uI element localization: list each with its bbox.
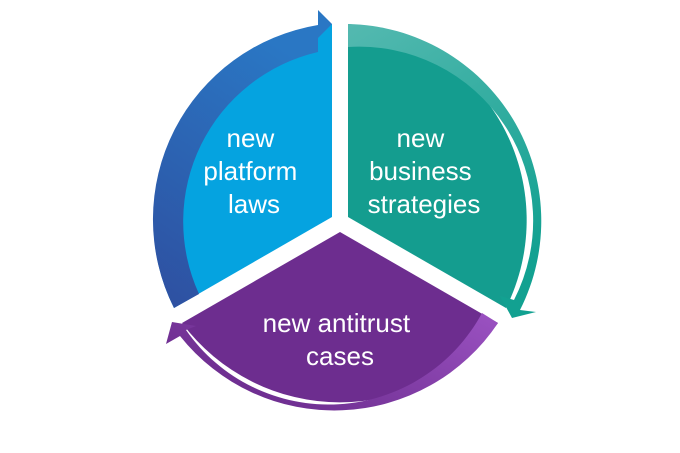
arrow-band-blue: [152, 10, 332, 308]
label-business-strategies: new business strategies: [368, 123, 481, 219]
label-antitrust-cases-line-1: new antitrust: [263, 308, 411, 338]
label-platform-laws-line-1: new: [227, 123, 275, 153]
label-business-strategies-line-2: business: [369, 156, 472, 186]
segment-business-strategies: [348, 24, 527, 308]
label-antitrust-cases: new antitrust cases: [263, 308, 418, 371]
label-platform-laws-line-2: platform: [203, 156, 297, 186]
label-antitrust-cases-line-2: cases: [306, 341, 374, 371]
label-business-strategies-line-3: strategies: [368, 189, 481, 219]
segment-antitrust-cases: [182, 232, 498, 403]
arrow-band-teal: [348, 24, 542, 318]
label-platform-laws: new platform laws: [203, 123, 304, 219]
segment-platform-laws: [153, 24, 332, 308]
label-platform-laws-line-3: laws: [228, 189, 280, 219]
label-business-strategies-line-1: new: [397, 123, 445, 153]
arrow-band-purple: [166, 313, 498, 411]
